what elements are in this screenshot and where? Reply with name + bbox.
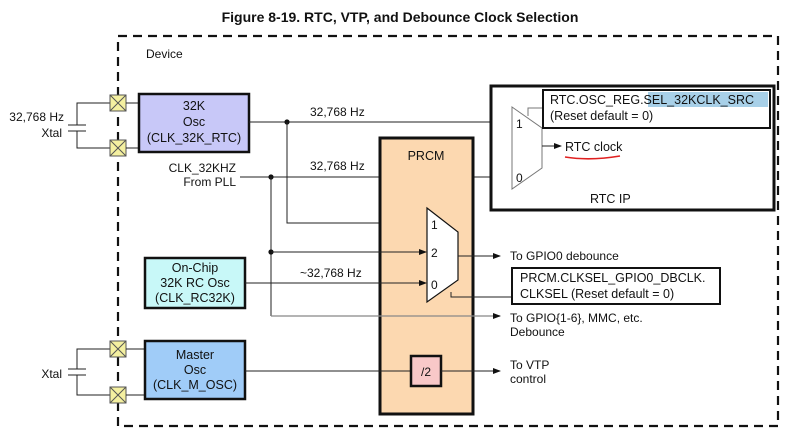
- xtal-master: [68, 348, 110, 396]
- xtal-32k: [68, 102, 110, 149]
- gpio0-debounce-output: To GPIO0 debounce: [510, 249, 619, 263]
- rtc-mux-input-1: 1: [516, 117, 523, 131]
- device-label: Device: [146, 47, 183, 61]
- rtc-register-reset: (Reset default = 0): [550, 109, 653, 123]
- master-osc-block: [143, 339, 247, 401]
- prcm-mux: [426, 206, 459, 304]
- master-osc-line2: Osc: [184, 363, 206, 377]
- vtp-output-line1: To VTP: [510, 358, 549, 372]
- rtc-clock-output-label: RTC clock: [565, 140, 623, 154]
- rtc-ip-label: RTC IP: [590, 192, 631, 206]
- prcm-mux-input-2: 2: [431, 246, 438, 260]
- register-field-highlight: [648, 92, 768, 107]
- xtal-32k-freq: 32,768 Hz: [9, 110, 64, 124]
- prcm-label: PRCM: [408, 149, 445, 163]
- rc32k-line1: On-Chip: [172, 261, 219, 275]
- rc32k-line3: (CLK_RC32K): [155, 291, 235, 305]
- rc32k-freq-label: ~32,768 Hz: [300, 266, 362, 280]
- prcm-register-name: PRCM.CLKSEL_GPIO0_DBCLK.: [520, 271, 706, 285]
- osc32k-freq-label: 32,768 Hz: [310, 105, 365, 119]
- vtp-output-line2: control: [510, 372, 546, 386]
- xtal-master-label: Xtal: [41, 367, 62, 381]
- master-osc-line3: (CLK_M_OSC): [153, 378, 237, 392]
- rtc-register-field: SEL_32KCLK_SRC: [644, 93, 754, 107]
- osc-32k-line2: Osc: [183, 115, 205, 129]
- prcm-mux-input-1: 1: [431, 218, 438, 232]
- pll-clk-label-line1: CLK_32KHZ: [169, 161, 236, 175]
- xtal-32k-label: Xtal: [41, 126, 62, 140]
- osc-32k-line1: 32K: [183, 99, 206, 113]
- figure-title: Figure 8-19. RTC, VTP, and Debounce Cloc…: [222, 9, 579, 25]
- rtc-mux-input-0: 0: [516, 171, 523, 185]
- prcm-mux-input-0: 0: [431, 278, 438, 292]
- divider-label: /2: [421, 365, 431, 379]
- rtc-register-prefix: RTC.OSC_REG.: [550, 93, 644, 107]
- master-osc-line1: Master: [176, 348, 214, 362]
- gpio-other-output-line2: Debounce: [510, 325, 565, 339]
- pll-freq-label: 32,768 Hz: [310, 159, 365, 173]
- pad-icon: [109, 340, 127, 358]
- pad-icon: [109, 139, 127, 157]
- prcm-register-box: [511, 267, 721, 305]
- osc-32k-line3: (CLK_32K_RTC): [147, 131, 241, 145]
- rtc-mux: [511, 106, 543, 190]
- rc32k-line2: 32K RC Osc: [160, 276, 229, 290]
- prcm-register-reset: CLKSEL (Reset default = 0): [520, 287, 674, 301]
- rtc-register-name: RTC.OSC_REG.SEL_32KCLK_SRC: [550, 93, 754, 107]
- osc-32k-block: [137, 92, 251, 154]
- gpio-other-output-line1: To GPIO{1-6}, MMC, etc.: [510, 311, 643, 325]
- rtc-clock-underline: [564, 155, 621, 160]
- pll-clk-label-line2: From PLL: [183, 175, 236, 189]
- pad-icon: [109, 386, 127, 404]
- rc32k-osc-block: [143, 256, 247, 310]
- device-boundary: [116, 34, 780, 428]
- pad-icon: [109, 94, 127, 112]
